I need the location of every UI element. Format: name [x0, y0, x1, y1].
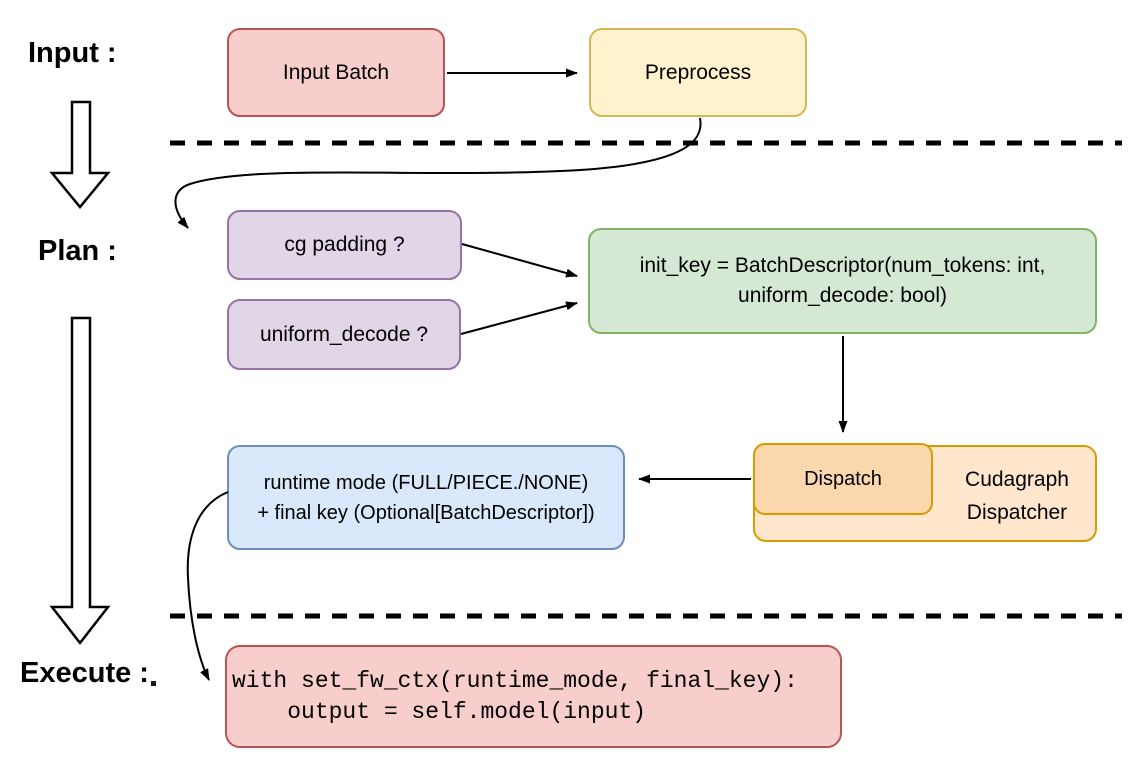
execute-code-line2: output = self.model(input) — [232, 698, 647, 725]
node-cudagraph-dispatcher-label: Cudagraph Dispatcher — [935, 447, 1099, 540]
node-runtime-mode-line2: + final key (Optional[BatchDescriptor]) — [257, 501, 595, 524]
node-init-key-line2: uniform_decode: bool) — [738, 284, 947, 307]
node-cg-padding: cg padding ? — [227, 210, 462, 280]
node-init-key: init_key = BatchDescriptor(num_tokens: i… — [588, 228, 1097, 334]
node-dispatch-label: Dispatch — [804, 468, 882, 490]
stage-arrow-input-to-plan — [49, 100, 111, 209]
stray-mark — [151, 681, 156, 686]
node-uniform-decode: uniform_decode ? — [227, 299, 461, 370]
node-runtime-mode-line1: runtime mode (FULL/PIECE./NONE) — [263, 471, 589, 494]
edge-cgpadding-initkey — [461, 243, 578, 278]
stage-arrow-plan-to-execute — [49, 316, 111, 646]
input-section-label: Input : — [28, 37, 117, 69]
node-execute-code: with set_fw_ctx(runtime_mode, final_key)… — [225, 645, 842, 748]
node-uniform-decode-label: uniform_decode ? — [259, 322, 429, 346]
node-cg-padding-label: cg padding ? — [284, 233, 405, 256]
node-preprocess-label: Preprocess — [644, 60, 752, 84]
execute-code-line1: with set_fw_ctx(runtime_mode, final_key)… — [232, 667, 798, 694]
cudagraph-line2: Dispatcher — [966, 500, 1068, 524]
node-input-batch: Input Batch — [227, 28, 445, 117]
cudagraph-line1: Cudagraph — [965, 467, 1069, 491]
node-dispatch: Dispatch — [753, 443, 933, 515]
node-preprocess: Preprocess — [589, 28, 807, 117]
edge-runtimemode-executecode — [186, 491, 229, 681]
node-input-batch-label: Input Batch — [282, 60, 390, 84]
plan-section-label: Plan : — [38, 235, 117, 267]
node-runtime-mode: runtime mode (FULL/PIECE./NONE) + final … — [227, 445, 625, 550]
node-init-key-line1: init_key = BatchDescriptor(num_tokens: i… — [639, 254, 1046, 277]
edge-uniformdecode-initkey — [460, 301, 578, 335]
execute-section-label: Execute : — [20, 657, 149, 689]
